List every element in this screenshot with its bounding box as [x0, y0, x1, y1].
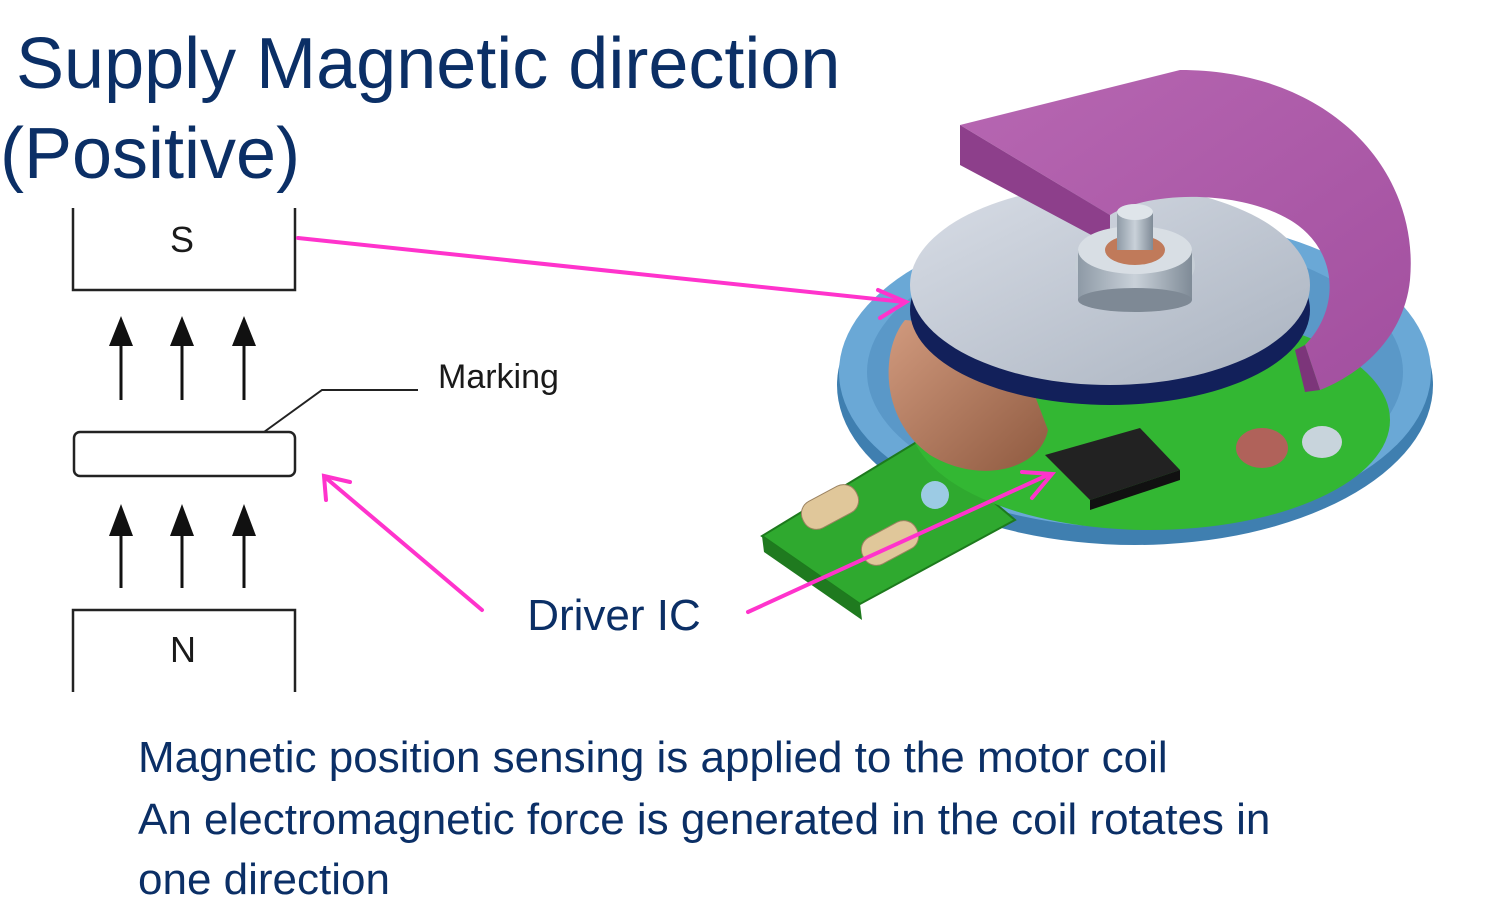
pcb-pad-silver — [1302, 426, 1342, 458]
hall-sensor-element — [72, 430, 297, 478]
marking-label: Marking — [438, 358, 559, 396]
caption-line-3: one direction — [138, 855, 390, 904]
driver-ic-label: Driver IC — [527, 591, 701, 640]
driver-ic-chip — [1045, 428, 1180, 500]
arrow-to-hall-sensor — [324, 476, 484, 612]
motor-illustration — [760, 70, 1433, 620]
eccentric-weight — [960, 70, 1411, 390]
north-pole-label: N — [170, 629, 196, 670]
marking-leader-line — [263, 389, 418, 433]
pcb-pad — [921, 481, 949, 509]
caption-line-2: An electromagnetic force is generated in… — [138, 795, 1271, 844]
smd-component-1 — [800, 484, 860, 530]
callout-arrows — [296, 236, 1057, 614]
north-magnet: N — [71, 608, 297, 692]
title-line-2: (Positive) — [0, 114, 301, 194]
arrow-to-rotor-magnet — [296, 236, 906, 304]
caption-line-1: Magnetic position sensing is applied to … — [138, 733, 1168, 782]
south-pole-label: S — [170, 219, 194, 260]
field-arrows-lower — [109, 504, 256, 588]
field-arrows-upper — [109, 316, 256, 400]
arrow-to-driver-ic — [746, 472, 1052, 614]
south-magnet: S — [71, 208, 297, 292]
title-line-1: Supply Magnetic direction — [16, 24, 841, 104]
pcb-pad-copper — [1236, 428, 1288, 468]
